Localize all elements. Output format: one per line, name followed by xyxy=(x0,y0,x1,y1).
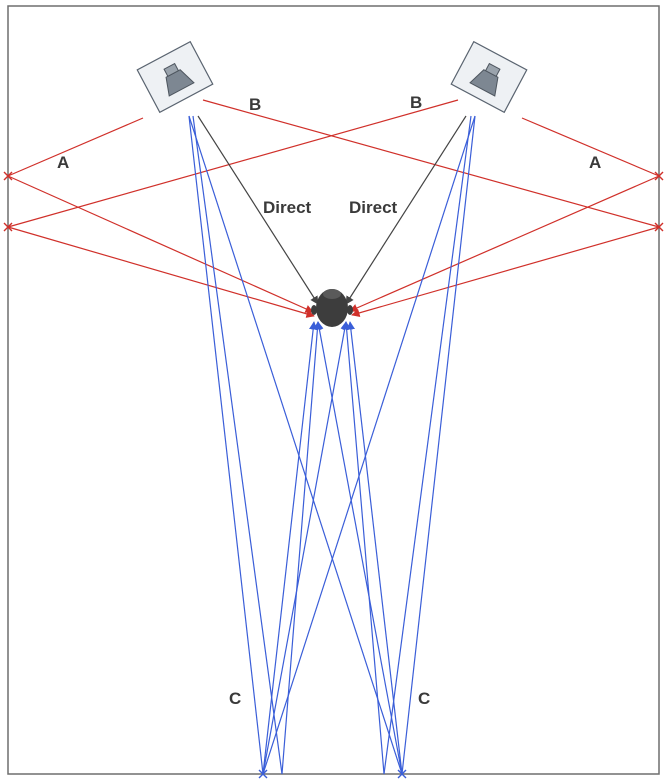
side-wall-reflections xyxy=(7,99,660,318)
path-a-left-incident xyxy=(7,117,144,177)
direct-paths xyxy=(197,115,467,305)
path-c-right-outer-reflected xyxy=(315,321,403,775)
path-c-left-outer-reflected xyxy=(262,321,349,775)
path-c-left-mid-reflected xyxy=(281,321,322,775)
label-c-left: C xyxy=(229,689,241,708)
path-c-right-outer-incident xyxy=(401,115,476,775)
path-a-left-reflected xyxy=(7,175,314,313)
path-c-right-mid-reflected xyxy=(342,321,385,775)
reflection-x-icon xyxy=(3,222,13,232)
rear-wall-reflections xyxy=(188,115,476,775)
reflection-x-icon xyxy=(258,769,268,779)
reflection-x-icon xyxy=(654,171,664,181)
path-a-right-incident xyxy=(521,117,660,177)
reflection-x-icon xyxy=(654,222,664,232)
path-a-right-reflected xyxy=(349,175,660,312)
speaker-icon xyxy=(136,40,214,114)
path-c-right-mid xyxy=(383,115,472,775)
label-c-right: C xyxy=(418,689,430,708)
path-c-left-mid xyxy=(192,115,283,775)
path-c-right-inner-reflected xyxy=(262,321,318,775)
path-c-left-inner-incident xyxy=(188,115,403,775)
label-a-right: A xyxy=(589,153,601,172)
path-c-left-outer-incident xyxy=(188,115,264,775)
label-a-left: A xyxy=(57,153,69,172)
path-b-left-reflected xyxy=(351,226,660,317)
path-c-left-inner-reflected xyxy=(346,321,403,775)
reflection-x-icon xyxy=(397,769,407,779)
label-direct-right: Direct xyxy=(349,198,398,217)
direct-right-line xyxy=(345,115,467,305)
path-b-right-incident xyxy=(7,99,459,228)
direct-left-line xyxy=(197,115,319,305)
reflection-x-icon xyxy=(3,171,13,181)
listener-head-icon xyxy=(311,289,353,327)
label-b-left: B xyxy=(249,95,261,114)
reflection-markers xyxy=(3,171,664,779)
path-c-right-inner-incident xyxy=(262,115,476,775)
room-outline xyxy=(7,5,660,775)
path-b-left-incident xyxy=(202,99,660,228)
speaker-icon xyxy=(450,40,528,114)
label-b-right: B xyxy=(410,93,422,112)
label-direct-left: Direct xyxy=(263,198,312,217)
path-b-right-reflected xyxy=(7,226,315,318)
